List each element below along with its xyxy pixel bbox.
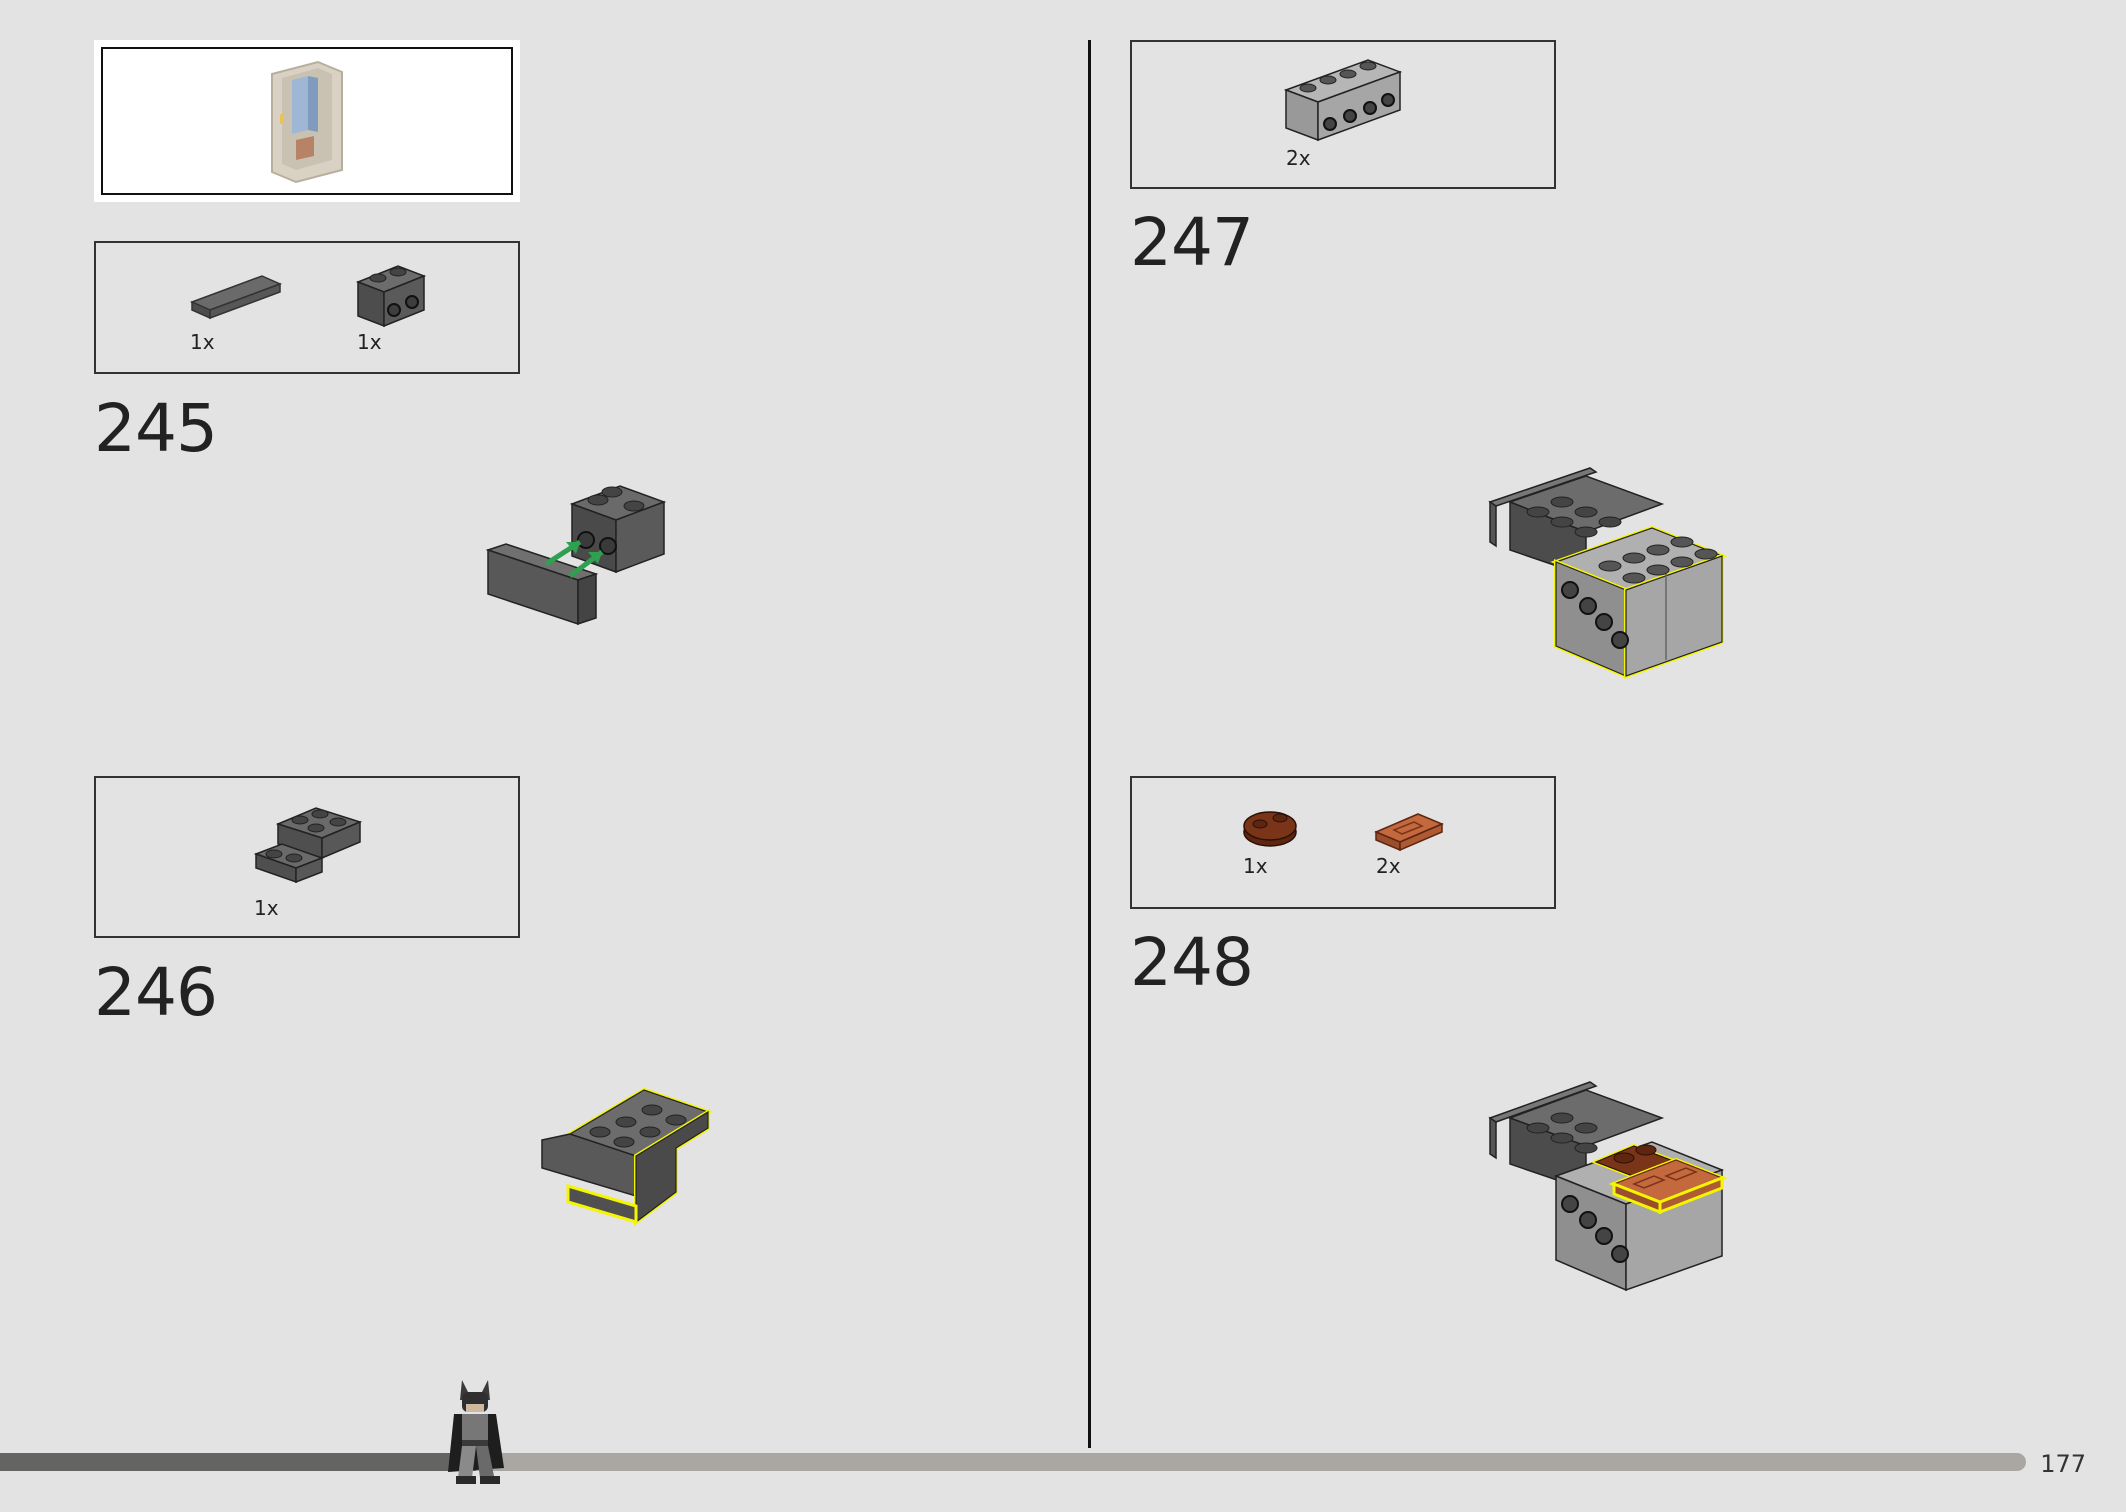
brick-1x4-with-studs-on-side-icon	[1283, 59, 1403, 142]
parts-callout-246	[94, 776, 520, 938]
progress-bar-fill	[0, 1453, 476, 1471]
assembly-thumbnail-icon	[271, 60, 343, 184]
page-divider	[1088, 40, 1091, 1448]
step-number-247: 247	[1130, 204, 1254, 281]
page-number: 177	[2040, 1450, 2086, 1478]
step-number-248: 248	[1130, 924, 1254, 1001]
part-quantity: 1x	[357, 330, 382, 354]
thumbnail-inner-border	[101, 47, 513, 195]
parts-callout-248	[1130, 776, 1556, 909]
part-quantity: 2x	[1376, 854, 1401, 878]
parts-callout-247	[1130, 40, 1556, 189]
tile-1x2-medium-nougat-icon	[1374, 813, 1444, 852]
step-number-245: 245	[94, 390, 218, 467]
brick-1x2-with-studs-on-side-icon	[355, 265, 427, 328]
step-number-246: 246	[94, 954, 218, 1031]
parts-callout-245	[94, 241, 520, 374]
part-quantity: 1x	[254, 896, 279, 920]
tile-1x4-dark-gray-icon	[190, 275, 282, 320]
progress-bar	[0, 1453, 2026, 1471]
plate-1x2-rounded-reddish-brown-icon	[1243, 811, 1297, 847]
step-247-assembly-illustration	[1488, 467, 1728, 680]
batman-minifigure-icon	[448, 1380, 504, 1484]
bracket-1x2-2x2-dark-gray-icon	[253, 807, 363, 884]
part-quantity: 1x	[190, 330, 215, 354]
part-quantity: 1x	[1243, 854, 1268, 878]
part-quantity: 2x	[1286, 146, 1311, 170]
step-248-assembly-illustration	[1488, 1081, 1728, 1292]
step-245-assembly-illustration	[485, 485, 667, 626]
thumbnail-frame	[94, 40, 520, 202]
step-246-assembly-illustration	[541, 1087, 713, 1226]
